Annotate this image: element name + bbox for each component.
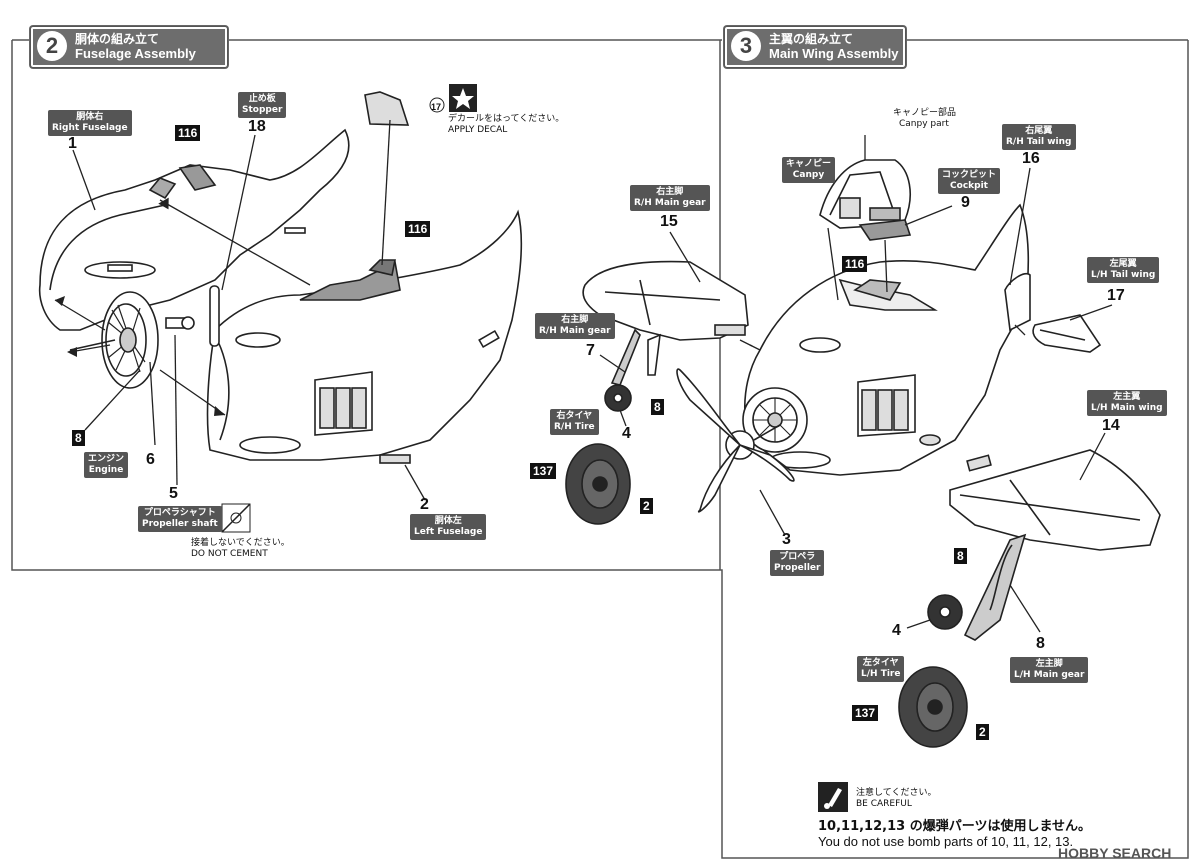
label-jp: プロペラシャフト xyxy=(143,508,216,518)
label-jp: 右主脚 xyxy=(656,187,684,197)
caution-en-small: BE CAREFUL xyxy=(856,799,912,809)
part-number-3: 3 xyxy=(782,531,791,548)
part-box-2-a: 2 xyxy=(640,498,653,514)
label-en: Right Fuselage xyxy=(52,123,128,133)
part-number-6: 6 xyxy=(146,451,155,468)
part-number-2: 2 xyxy=(420,496,429,513)
label-en: L/H Tail wing xyxy=(1091,270,1156,280)
part-box-116-b: 116 xyxy=(405,221,431,237)
rh-wing-shape xyxy=(582,260,749,341)
part-box-8-a: 8 xyxy=(72,430,85,446)
step2-header: 2 胴体の組み立て Fuselage Assembly xyxy=(30,26,228,68)
part-box-116-c: 116 xyxy=(842,256,868,272)
step3-header: 3 主翼の組み立て Main Wing Assembly xyxy=(724,26,906,68)
label-en: Left Fuselage xyxy=(414,527,483,537)
part-box-137-a: 137 xyxy=(530,463,557,479)
step3-number: 3 xyxy=(731,31,761,61)
label-rh-tire: 右タイヤ R/H Tire xyxy=(550,409,599,435)
label-jp: 左主翼 xyxy=(1113,392,1141,402)
label-en: L/H Main gear xyxy=(1014,670,1085,680)
label-en: R/H Tail wing xyxy=(1006,137,1072,147)
label-jp: キャノピー xyxy=(786,159,832,169)
label-cockpit: コックピット Cockpit xyxy=(938,168,1001,194)
part-number-5: 5 xyxy=(169,485,178,502)
part-number-4-right: 4 xyxy=(622,425,631,442)
decal-text-en: APPLY DECAL xyxy=(448,125,508,135)
caution-jp-small: 注意してください。 xyxy=(856,788,937,798)
label-left-fuselage: 胴体左 Left Fuselage xyxy=(410,514,487,540)
label-lh-main-wing: 左主翼 L/H Main wing xyxy=(1087,390,1167,416)
label-right-fuselage: 胴体右 Right Fuselage xyxy=(48,110,132,136)
part-number-16: 16 xyxy=(1022,150,1040,167)
no-cement-en: DO NOT CEMENT xyxy=(191,549,268,559)
label-jp: 胴体右 xyxy=(76,112,104,122)
label-jp: 左主脚 xyxy=(1035,659,1063,669)
label-jp: エンジン xyxy=(88,454,125,464)
label-jp: 右主脚 xyxy=(561,315,589,325)
left-fuselage-shape xyxy=(206,209,523,461)
part-box-116-a: 116 xyxy=(175,125,201,141)
label-en: Stopper xyxy=(242,105,283,115)
right-fuselage-shape xyxy=(38,128,350,331)
part-number-15: 15 xyxy=(660,213,678,230)
lh-tail-shape xyxy=(1032,314,1102,353)
label-en: Cockpit xyxy=(950,181,988,191)
part-number-14: 14 xyxy=(1102,417,1120,434)
label-jp: 右タイヤ xyxy=(556,411,593,421)
label-jp: 左タイヤ xyxy=(862,658,899,668)
no-cement-jp: 接着しないでください。 xyxy=(191,538,290,548)
label-en: R/H Main gear xyxy=(539,326,611,336)
part-number-1: 1 xyxy=(68,135,77,152)
decal-text-jp: デカールをはってください。 xyxy=(448,114,565,124)
label-rh-tail: 右尾翼 R/H Tail wing xyxy=(1002,124,1076,150)
part-box-8-b: 8 xyxy=(651,399,664,415)
label-engine: エンジン Engine xyxy=(84,452,129,478)
label-en: R/H Main gear xyxy=(634,198,706,208)
label-en: Propeller xyxy=(774,563,821,573)
step2-title-en: Fuselage Assembly xyxy=(75,46,196,61)
label-jp: 止め板 xyxy=(248,94,276,104)
label-en: Canpy xyxy=(792,170,825,180)
part-number-8-left-gear: 8 xyxy=(1036,635,1045,652)
decal-number-17: 17 xyxy=(431,102,442,112)
label-rh-main-gear-b: 右主脚 R/H Main gear xyxy=(535,313,615,339)
label-stopper: 止め板 Stopper xyxy=(238,92,287,118)
label-en: Engine xyxy=(88,465,124,475)
caution-en: You do not use bomb parts of 10, 11, 12,… xyxy=(818,834,1074,849)
step3-title-jp: 主翼の組み立て xyxy=(769,32,854,46)
part-box-137-b: 137 xyxy=(852,705,879,721)
part-box-8-c: 8 xyxy=(954,548,967,564)
part-number-9: 9 xyxy=(961,194,970,211)
part-number-18: 18 xyxy=(248,118,266,135)
label-propeller: プロペラ Propeller xyxy=(770,550,825,576)
canopy-part-jp: キャノピー部品 xyxy=(893,108,957,118)
step2-number: 2 xyxy=(37,31,67,61)
label-lh-main-gear: 左主脚 L/H Main gear xyxy=(1010,657,1089,683)
canopy-part-en: Canpy part xyxy=(899,119,949,129)
step3-title-en: Main Wing Assembly xyxy=(769,46,899,61)
label-en: R/H Tire xyxy=(554,422,595,432)
caution-jp: 10,11,12,13 の爆弾パーツは使用しません。 xyxy=(818,819,1092,834)
label-jp: 左尾翼 xyxy=(1109,259,1137,269)
label-rh-main-gear-a: 右主脚 R/H Main gear xyxy=(630,185,710,211)
part-box-2-b: 2 xyxy=(976,724,989,740)
label-canopy: キャノピー Canpy xyxy=(782,157,836,183)
part-number-4-left: 4 xyxy=(892,622,901,639)
label-lh-tail: 左尾翼 L/H Tail wing xyxy=(1087,257,1160,283)
part-number-17: 17 xyxy=(1107,287,1125,304)
label-jp: コックピット xyxy=(942,170,997,180)
label-prop-shaft: プロペラシャフト Propeller shaft xyxy=(138,506,222,532)
label-lh-tire: 左タイヤ L/H Tire xyxy=(857,656,905,682)
label-jp: 胴体左 xyxy=(434,516,462,526)
part-number-7: 7 xyxy=(586,342,595,359)
watermark: HOBBY SEARCH xyxy=(1058,845,1172,861)
label-en: L/H Tire xyxy=(861,669,901,679)
lh-wing-shape xyxy=(949,449,1161,551)
label-en: Propeller shaft xyxy=(142,519,218,529)
label-jp: 右尾翼 xyxy=(1025,126,1053,136)
step2-title-jp: 胴体の組み立て xyxy=(75,32,160,46)
label-jp: プロペラ xyxy=(779,552,816,562)
label-en: L/H Main wing xyxy=(1091,403,1163,413)
